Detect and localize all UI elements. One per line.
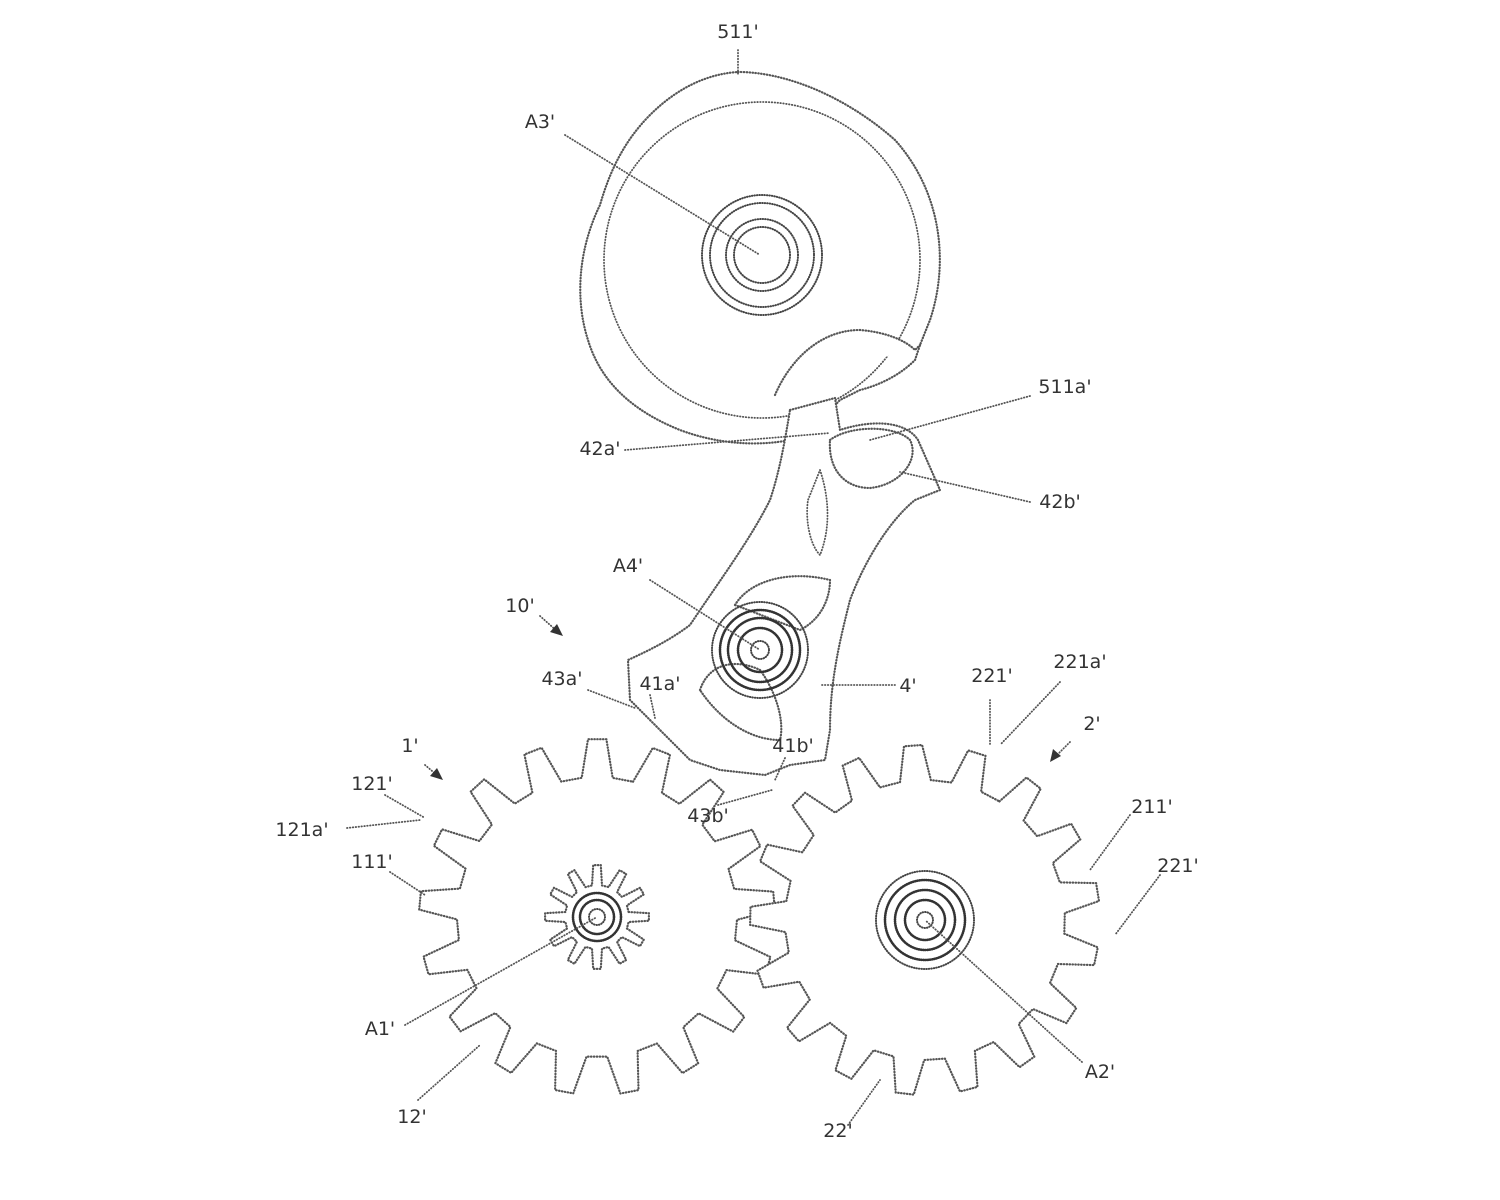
label-221a: 221a' — [1053, 651, 1106, 673]
hub-a4 — [711, 601, 809, 699]
label-41b: 41b' — [772, 735, 813, 757]
pinion-1-teeth — [544, 864, 650, 970]
lever-slot — [806, 467, 829, 557]
label-121a: 121a' — [275, 819, 328, 841]
label-4: 4' — [899, 675, 916, 697]
reference-labels: 511' A3' 511a' 42a' 42b' A4' 10' 43a' 41… — [275, 21, 1198, 1142]
label-42b: 42b' — [1039, 491, 1080, 513]
label-42a: 42a' — [579, 438, 620, 460]
cam-outline — [579, 70, 941, 445]
label-43b: 43b' — [687, 805, 728, 827]
label-511: 511' — [717, 21, 759, 43]
label-2: 2' — [1083, 713, 1100, 735]
label-221-right: 221' — [1157, 855, 1199, 877]
label-1: 1' — [401, 735, 418, 757]
label-43a: 43a' — [541, 668, 582, 690]
pin-511a — [828, 427, 914, 490]
label-a4: A4' — [613, 555, 643, 577]
label-121: 121' — [351, 773, 393, 795]
hub-a3 — [701, 194, 823, 316]
label-511a: 511a' — [1038, 376, 1091, 398]
label-10: 10' — [505, 595, 534, 617]
arrow-markers — [424, 615, 1071, 780]
pinion-1 — [544, 864, 650, 970]
hub-a1 — [571, 891, 623, 943]
lever-window-upper — [733, 575, 832, 632]
label-41a: 41a' — [639, 673, 680, 695]
wheel-2 — [749, 743, 1101, 1096]
label-a2: A2' — [1085, 1061, 1115, 1083]
label-a1: A1' — [365, 1018, 395, 1040]
label-a3: A3' — [525, 111, 555, 133]
hub-a2 — [875, 870, 975, 970]
cam-511 — [579, 70, 941, 445]
label-22: 22' — [823, 1120, 852, 1142]
lever-4 — [626, 396, 942, 777]
cam-inner-rim — [603, 101, 921, 419]
label-211: 211' — [1131, 796, 1173, 818]
leader-lines — [346, 49, 1161, 1126]
wheel-2-teeth — [749, 743, 1101, 1096]
label-12: 12' — [397, 1106, 426, 1128]
cam-notch — [773, 328, 922, 397]
label-111: 111' — [351, 851, 393, 873]
label-221-top: 221' — [971, 665, 1013, 687]
